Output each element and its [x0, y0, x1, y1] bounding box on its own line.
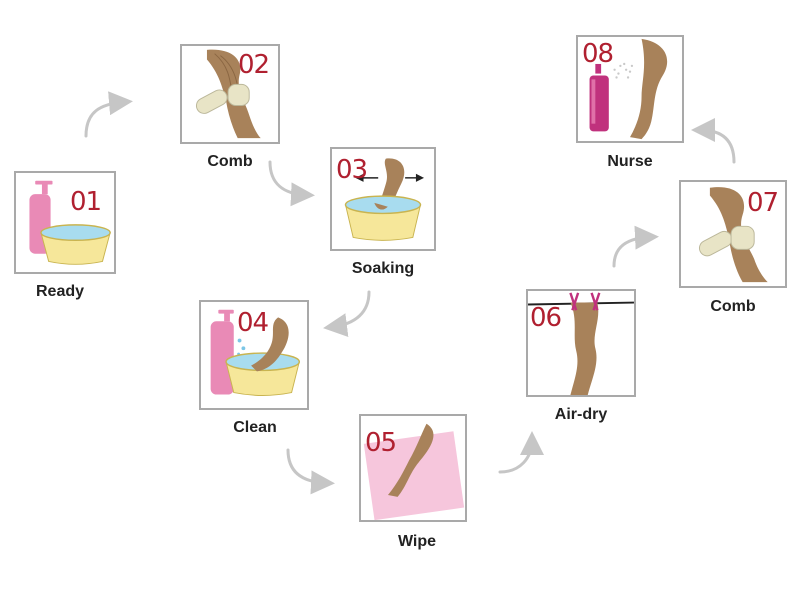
step-03-image: 03: [330, 147, 436, 251]
hair-icon: [630, 39, 667, 139]
step-06-image: 06: [526, 289, 636, 397]
bowl-icon: [346, 196, 421, 240]
step-02-image: 02: [180, 44, 280, 144]
arrow-05-06: [500, 440, 532, 472]
step-number: 05: [365, 430, 396, 456]
step-number: 02: [238, 52, 269, 78]
step-label: Comb: [170, 153, 290, 171]
arrow-04-05: [288, 450, 326, 483]
spray-bottle-icon: [590, 64, 609, 131]
arrow-06-07: [614, 237, 650, 266]
step-number: 04: [237, 310, 268, 336]
step-number: 06: [530, 305, 561, 331]
step-number: 01: [70, 189, 101, 215]
step-label: Clean: [195, 419, 315, 437]
step-04-image: 04: [199, 300, 309, 410]
step-number: 03: [336, 157, 367, 183]
step-number: 07: [747, 190, 778, 216]
step-label: Wipe: [357, 533, 477, 551]
bowl-icon: [41, 225, 110, 264]
step-label: Ready: [0, 283, 120, 301]
step-label: Air-dry: [521, 406, 641, 424]
arrow-03-04: [332, 292, 369, 327]
step-01-image: 01: [14, 171, 116, 274]
hair-icon: [570, 303, 598, 395]
step-07-image: 07: [679, 180, 787, 288]
arrow-07-08: [700, 130, 734, 162]
step-label: Nurse: [570, 153, 690, 171]
bottle-icon: [211, 310, 234, 395]
step-number: 08: [582, 41, 613, 67]
step-label: Soaking: [323, 260, 443, 278]
arrow-01-02: [86, 102, 124, 136]
step-08-image: 08: [576, 35, 684, 143]
step-label: Comb: [673, 298, 793, 316]
step-05-image: 05: [359, 414, 467, 522]
